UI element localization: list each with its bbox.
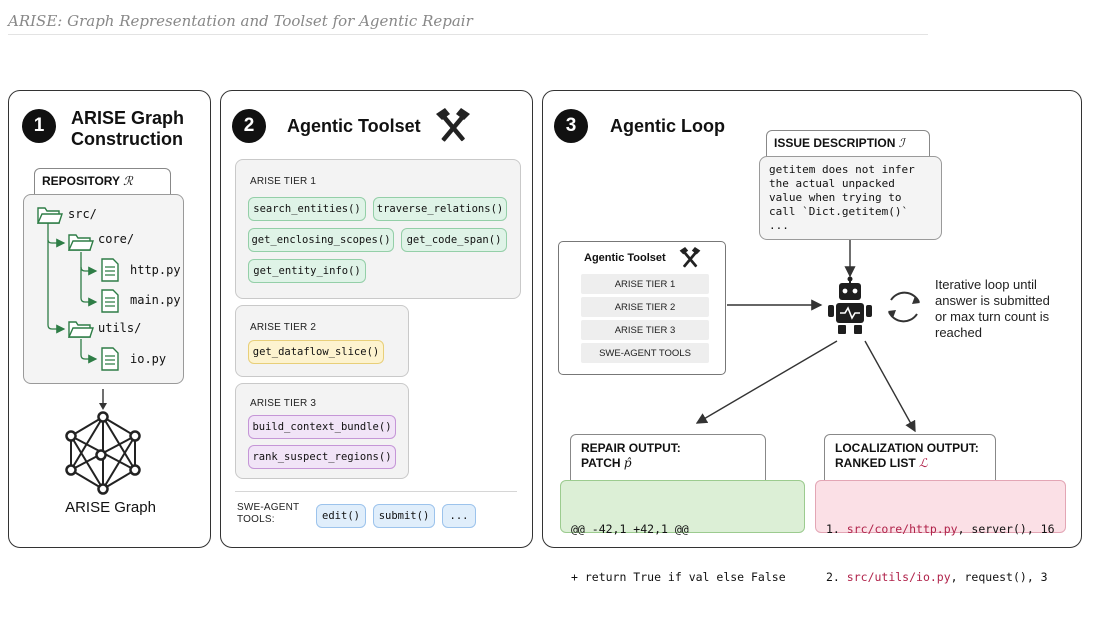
panel2-title: Agentic Toolset <box>287 116 421 136</box>
tier1-title: ARISE TIER 1 <box>250 176 317 187</box>
swe-divider <box>235 491 517 492</box>
folder-icon <box>67 234 94 251</box>
tool-build-context-bundle: build_context_bundle() <box>248 415 396 439</box>
tool-submit: submit() <box>373 504 435 528</box>
tier2-group: ARISE TIER 2 get_dataflow_slice() <box>235 305 409 377</box>
graph-network-icon <box>65 411 141 495</box>
tool-more: ... <box>442 504 476 528</box>
tree-item-http: http.py <box>130 263 181 277</box>
toolset-summary: Agentic Toolset ARISE TIER 1 ARISE TIER … <box>558 241 726 375</box>
document-title: ARISE: Graph Representation and Toolset … <box>8 12 473 30</box>
robot-agent-icon <box>828 276 872 334</box>
tier3-title: ARISE TIER 3 <box>250 398 317 409</box>
patch-code: @@ -42,1 +42,1 @@ + return True if val e… <box>560 480 805 584</box>
panel3-title: Agentic Loop <box>610 116 725 136</box>
file-icon <box>101 258 119 282</box>
folder-icon <box>67 321 94 338</box>
step-number-3: 3 <box>554 109 588 143</box>
file-icon <box>101 289 119 313</box>
tree-connectors <box>47 220 98 364</box>
tool-get-dataflow-slice: get_dataflow_slice() <box>248 340 384 364</box>
tool-get-code-span: get_code_span() <box>401 228 507 252</box>
tree-item-utils: utils/ <box>98 321 142 335</box>
tier1-group: ARISE TIER 1 search_entities() traverse_… <box>235 159 521 299</box>
tree-item-main: main.py <box>130 293 181 307</box>
toolset-row-swe: SWE-AGENT TOOLS <box>581 343 709 363</box>
ranked-item-2: 2. src/utils/io.py, request(), 3 <box>826 570 1048 584</box>
panel-agentic-loop: 3 Agentic Loop ISSUE DESCRIPTION ℐ getit… <box>542 90 1082 584</box>
tool-get-entity-info: get_entity_info() <box>248 259 366 283</box>
hammer-pick-icon <box>679 247 701 268</box>
panel-agentic-toolset: 2 Agentic Toolset ARISE TIER 1 search_en… <box>220 90 533 548</box>
step-number-2: 2 <box>232 109 266 143</box>
tool-edit: edit() <box>316 504 366 528</box>
tool-get-enclosing-scopes: get_enclosing_scopes() <box>248 228 394 252</box>
tool-search-entities: search_entities() <box>248 197 366 221</box>
tier2-title: ARISE TIER 2 <box>250 322 317 333</box>
tier3-group: ARISE TIER 3 build_context_bundle() rank… <box>235 383 409 479</box>
toolset-row-tier1: ARISE TIER 1 <box>581 274 709 294</box>
ranked-item-1: 1. src/core/http.py, server(), 16 <box>826 522 1055 536</box>
arrow-down-icon <box>99 389 107 410</box>
tool-traverse-relations: traverse_relations() <box>373 197 507 221</box>
toolset-summary-title: Agentic Toolset <box>584 252 666 264</box>
loop-cycle-icon <box>888 291 920 323</box>
tree-item-core: core/ <box>98 232 135 246</box>
issue-label: ISSUE DESCRIPTION ℐ <box>766 130 930 157</box>
hammer-pick-icon <box>436 108 470 142</box>
step-number-1: 1 <box>22 109 56 143</box>
repository-label: REPOSITORY ℛ <box>34 168 171 195</box>
graph-label: ARISE Graph <box>65 499 156 516</box>
tree-item-src: src/ <box>68 207 97 221</box>
file-icon <box>101 347 119 371</box>
loop-connectors <box>695 240 916 433</box>
tree-item-io: io.py <box>130 352 167 366</box>
toolset-row-tier2: ARISE TIER 2 <box>581 297 709 317</box>
title-divider <box>8 34 928 35</box>
issue-description: getitem does not infer the actual unpack… <box>759 156 942 240</box>
folder-icon <box>36 207 63 224</box>
tool-rank-suspect-regions: rank_suspect_regions() <box>248 445 396 469</box>
ranked-list: 1. src/core/http.py, server(), 16 2. src… <box>815 480 1066 584</box>
localization-output-title: LOCALIZATION OUTPUT: RANKED LIST ℒ <box>824 434 996 481</box>
repair-output-title: REPAIR OUTPUT: PATCH p̂ <box>570 434 766 481</box>
loop-description: Iterative loop until answer is submitted… <box>935 277 1050 340</box>
repository-tree: src/ core/ http.py main.py utils/ i <box>23 194 184 384</box>
toolset-row-tier3: ARISE TIER 3 <box>581 320 709 340</box>
